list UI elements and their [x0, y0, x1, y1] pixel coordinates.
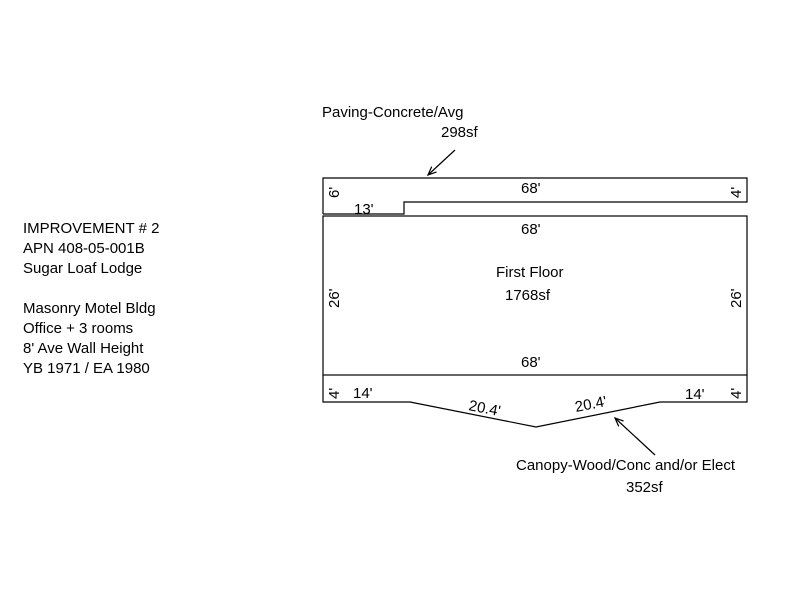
info-line: Office + 3 rooms [23, 320, 134, 337]
floor-bottom-dim: 68' [521, 354, 541, 371]
first-floor-outline [322, 215, 748, 376]
paving-label: Paving-Concrete/Avg [322, 104, 463, 121]
canopy-diag-left: 20.4' [467, 397, 502, 420]
paving-step-dim: 13' [354, 201, 374, 218]
canopy-outline [322, 375, 748, 428]
canopy-right-run: 14' [685, 386, 705, 403]
floor-top-dim: 68' [521, 221, 541, 238]
paving-right-dim: 4' [728, 187, 745, 198]
paving-area: 298sf [441, 124, 479, 141]
paving-top-dim: 68' [521, 180, 541, 197]
canopy-arrow [615, 418, 656, 456]
canopy-diag-right: 20.4' [574, 393, 609, 416]
info-line: YB 1971 / EA 1980 [23, 360, 150, 377]
paving-outline [322, 177, 748, 215]
canopy-label: Canopy-Wood/Conc and/or Elect [516, 457, 736, 474]
floor-left-dim: 26' [326, 288, 343, 308]
paving-left-dim: 6' [326, 187, 343, 198]
info-line: APN 408-05-001B [23, 240, 145, 257]
floor-right-dim: 26' [728, 288, 745, 308]
info-line: Masonry Motel Bldg [23, 300, 156, 317]
canopy-left-run: 14' [353, 385, 373, 402]
floor-area: 1768sf [505, 287, 551, 304]
info-line: Sugar Loaf Lodge [23, 260, 143, 277]
improvement-info: IMPROVEMENT # 2 APN 408-05-001B Sugar Lo… [23, 219, 159, 379]
canopy-right-dim: 4' [728, 388, 745, 399]
floor-name: First Floor [496, 264, 564, 281]
info-line: 8' Ave Wall Height [23, 340, 144, 357]
canopy-area: 352sf [626, 479, 664, 496]
info-line: IMPROVEMENT # 2 [23, 220, 160, 237]
canopy-left-dim: 4' [326, 388, 343, 399]
paving-arrow [428, 149, 456, 175]
